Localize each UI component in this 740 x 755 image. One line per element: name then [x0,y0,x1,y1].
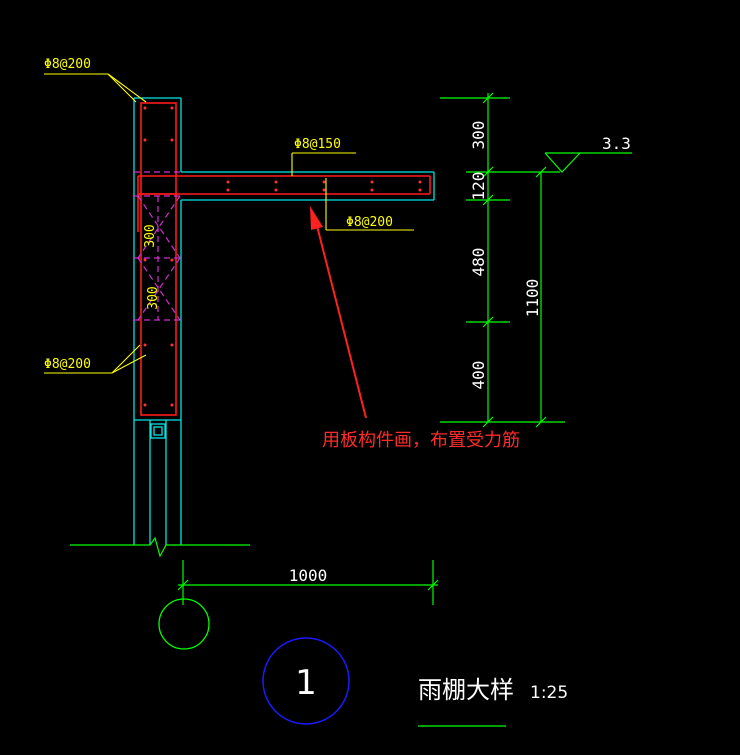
annotation-text: 用板构件画，布置受力筋 [322,430,520,451]
dim-300: 300 [469,121,488,150]
ground-line [70,536,250,558]
rebar-cage [137,102,431,416]
dim-120: 120 [469,172,488,201]
dim-1100: 1100 [523,279,542,318]
vertical-dim-labels: 300 120 480 400 1100 [469,121,542,390]
detail-number-circle [262,637,350,725]
dim-400: 400 [469,361,488,390]
horizontal-dim-label: 1000 [289,566,328,585]
rebar-dots [143,106,422,407]
rebar-label-bottom-left: Φ8@200 [44,357,91,372]
detail-scale: 1:25 [530,683,568,703]
rebar-label-slab-bottom: Φ8@200 [346,215,393,230]
beam-dim-upper: 300 [143,224,158,247]
beam-dashed-lines [134,171,181,321]
dim-480: 480 [469,248,488,277]
rebar-label-slab-top: Φ8@150 [294,137,341,152]
elevation-marker [544,152,632,173]
vertical-dimension-chain [440,92,565,428]
elevation-label: 3.3 [602,134,631,153]
rebar-label-group: Φ8@200 Φ8@150 Φ8@200 Φ8@200 [44,57,393,372]
detail-title: 雨棚大样 [418,676,514,704]
leader-lines [44,73,414,374]
rebar-label-top-left: Φ8@200 [44,57,91,72]
detail-number: 1 [295,663,317,703]
canopy-slab-outline [181,171,435,201]
axis-bubble [158,598,210,650]
beam-dim-lower: 300 [146,286,161,309]
horizontal-dimension [177,560,439,605]
annotation-arrow [310,206,367,419]
